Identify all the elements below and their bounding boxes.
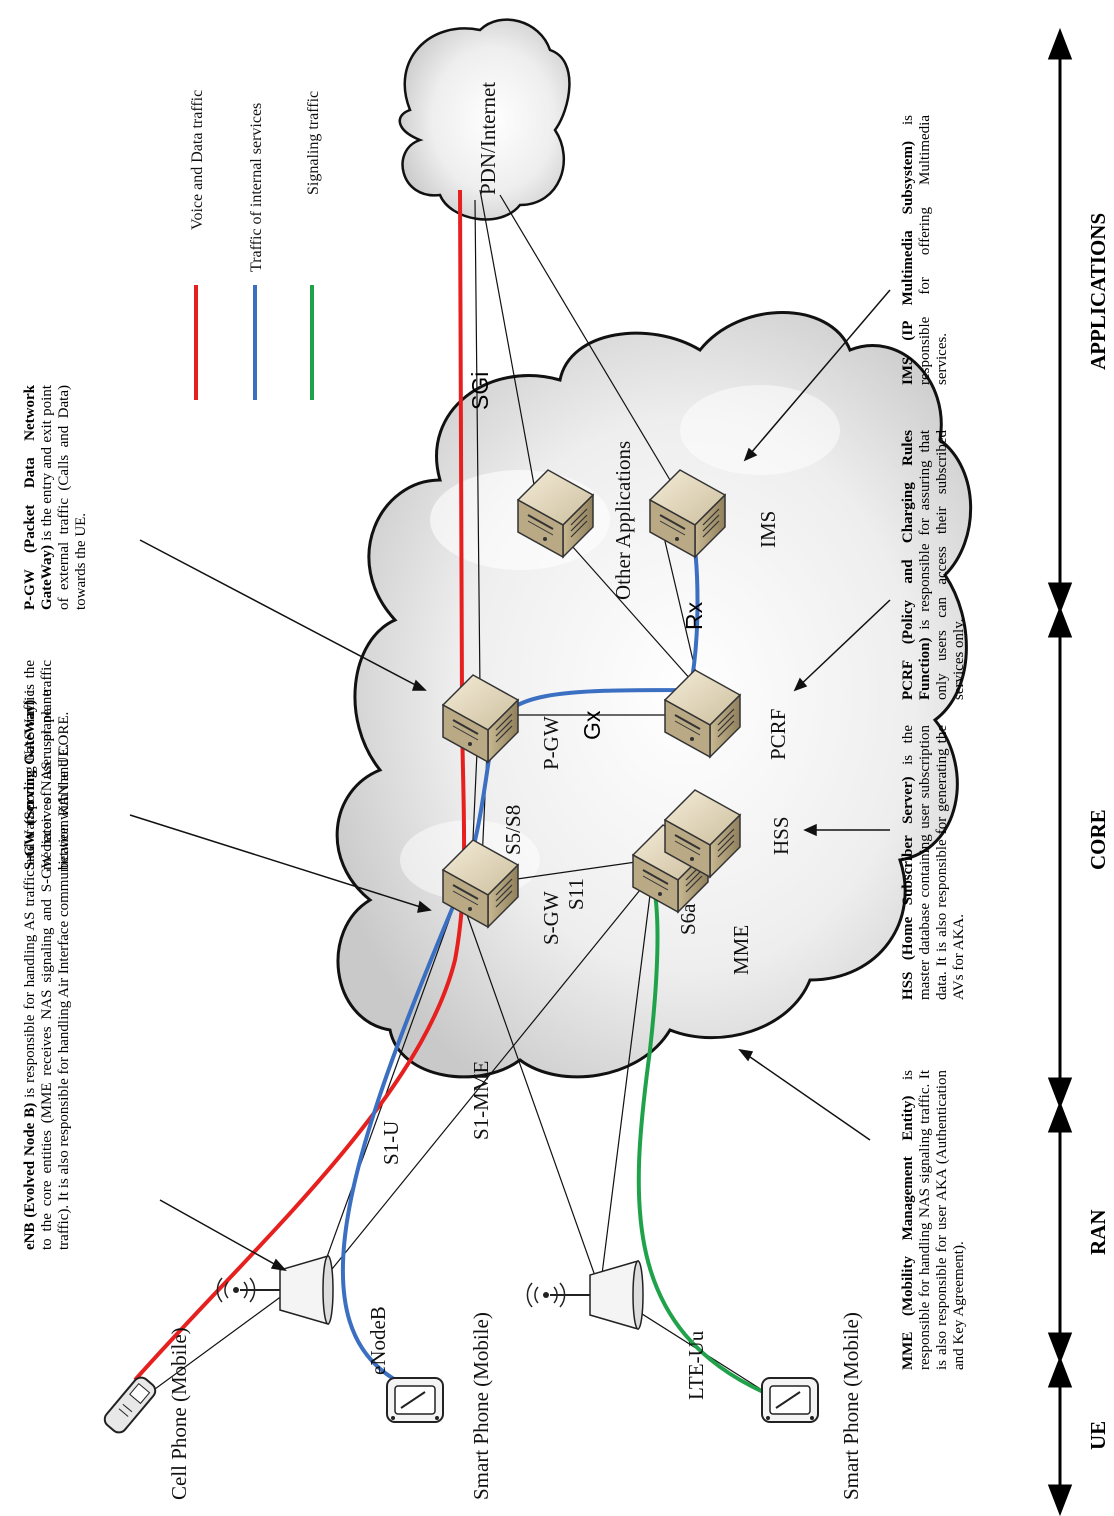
- other-applications-label: Other Applications: [611, 441, 635, 600]
- s1u-label: S1-U: [379, 1121, 403, 1165]
- mme-description-title: MME (Mobility Management Entity): [900, 1095, 916, 1370]
- pcrf-label: PCRF: [766, 709, 790, 760]
- ims-description: IMS (IP Multimedia Subsystem) is respons…: [900, 115, 951, 385]
- s11-label: S11: [564, 878, 588, 910]
- enodeb-tower-2-icon: [526, 1260, 644, 1330]
- pgw-description: P-GW (Packet Data Network GateWay) is th…: [22, 385, 90, 610]
- s6a-label: S6a: [676, 903, 700, 935]
- gx-label: Gx: [579, 710, 605, 740]
- pcrf-description: PCRF (Policy and Charging Rules Function…: [900, 430, 968, 700]
- smart-phone-2-icon: [761, 1377, 819, 1423]
- enb-description-title: eNB (Evolved Node B): [22, 1102, 38, 1250]
- legend: Voice and Data traffic Traffic of intern…: [189, 90, 322, 400]
- rx-label: Rx: [681, 601, 707, 630]
- smart-phone-1-label: Smart Phone (Mobile): [469, 1312, 493, 1500]
- sgw-description: S-GW (Serving GateWay) is the mediator o…: [22, 660, 73, 870]
- pgw-label: P-GW: [539, 716, 563, 770]
- s1mme-label: S1-MME: [469, 1061, 493, 1140]
- smart-phone-2-label: Smart Phone (Mobile): [839, 1312, 863, 1500]
- mme-label: MME: [729, 925, 753, 975]
- lte-uu-label: LTE-Uu: [684, 1330, 708, 1400]
- sgw-description-title: S-GW (Serving GateWay): [22, 699, 38, 870]
- ims-label: IMS: [756, 511, 780, 548]
- legend-internal-label: Traffic of internal services: [248, 103, 265, 272]
- segment-ue-label: UE: [1086, 1421, 1110, 1450]
- sgw-label: S-GW: [539, 891, 563, 945]
- voice-data-traffic-line: [133, 189, 467, 1382]
- signaling-traffic-line: [636, 869, 771, 1397]
- pdn-label: PDN/Internet: [476, 82, 500, 195]
- segment-ran-label: RAN: [1086, 1210, 1110, 1256]
- cell-phone-icon: [103, 1376, 157, 1434]
- segment-axis: [1047, 27, 1073, 1516]
- mme-description: MME (Mobility Management Entity) is resp…: [900, 1070, 968, 1370]
- s5s8-label: S5/S8: [501, 805, 525, 855]
- segment-applications-label: APPLICATIONS: [1086, 213, 1110, 370]
- cell-phone-label: Cell Phone (Mobile): [167, 1327, 191, 1500]
- description-arrows: [129, 289, 891, 1272]
- smart-phone-1-icon: [386, 1377, 444, 1423]
- legend-signaling-label: Signaling traffic: [305, 91, 322, 195]
- enodeb-label: eNodeB: [366, 1306, 390, 1375]
- hss-description-title: HSS (Home Subscriber Server): [900, 776, 916, 1000]
- ims-description-title: IMS (IP Multimedia Subsystem): [900, 141, 916, 385]
- segment-core-label: CORE: [1086, 809, 1110, 870]
- internal-traffic-line: [341, 519, 700, 1387]
- sgi-label: SGi: [467, 372, 493, 410]
- legend-voice-label: Voice and Data traffic: [189, 90, 206, 230]
- pdn-internet-cloud: PDN/Internet: [398, 18, 571, 221]
- hss-description: HSS (Home Subscriber Server) is the mast…: [900, 725, 968, 1000]
- hss-label: HSS: [769, 816, 793, 855]
